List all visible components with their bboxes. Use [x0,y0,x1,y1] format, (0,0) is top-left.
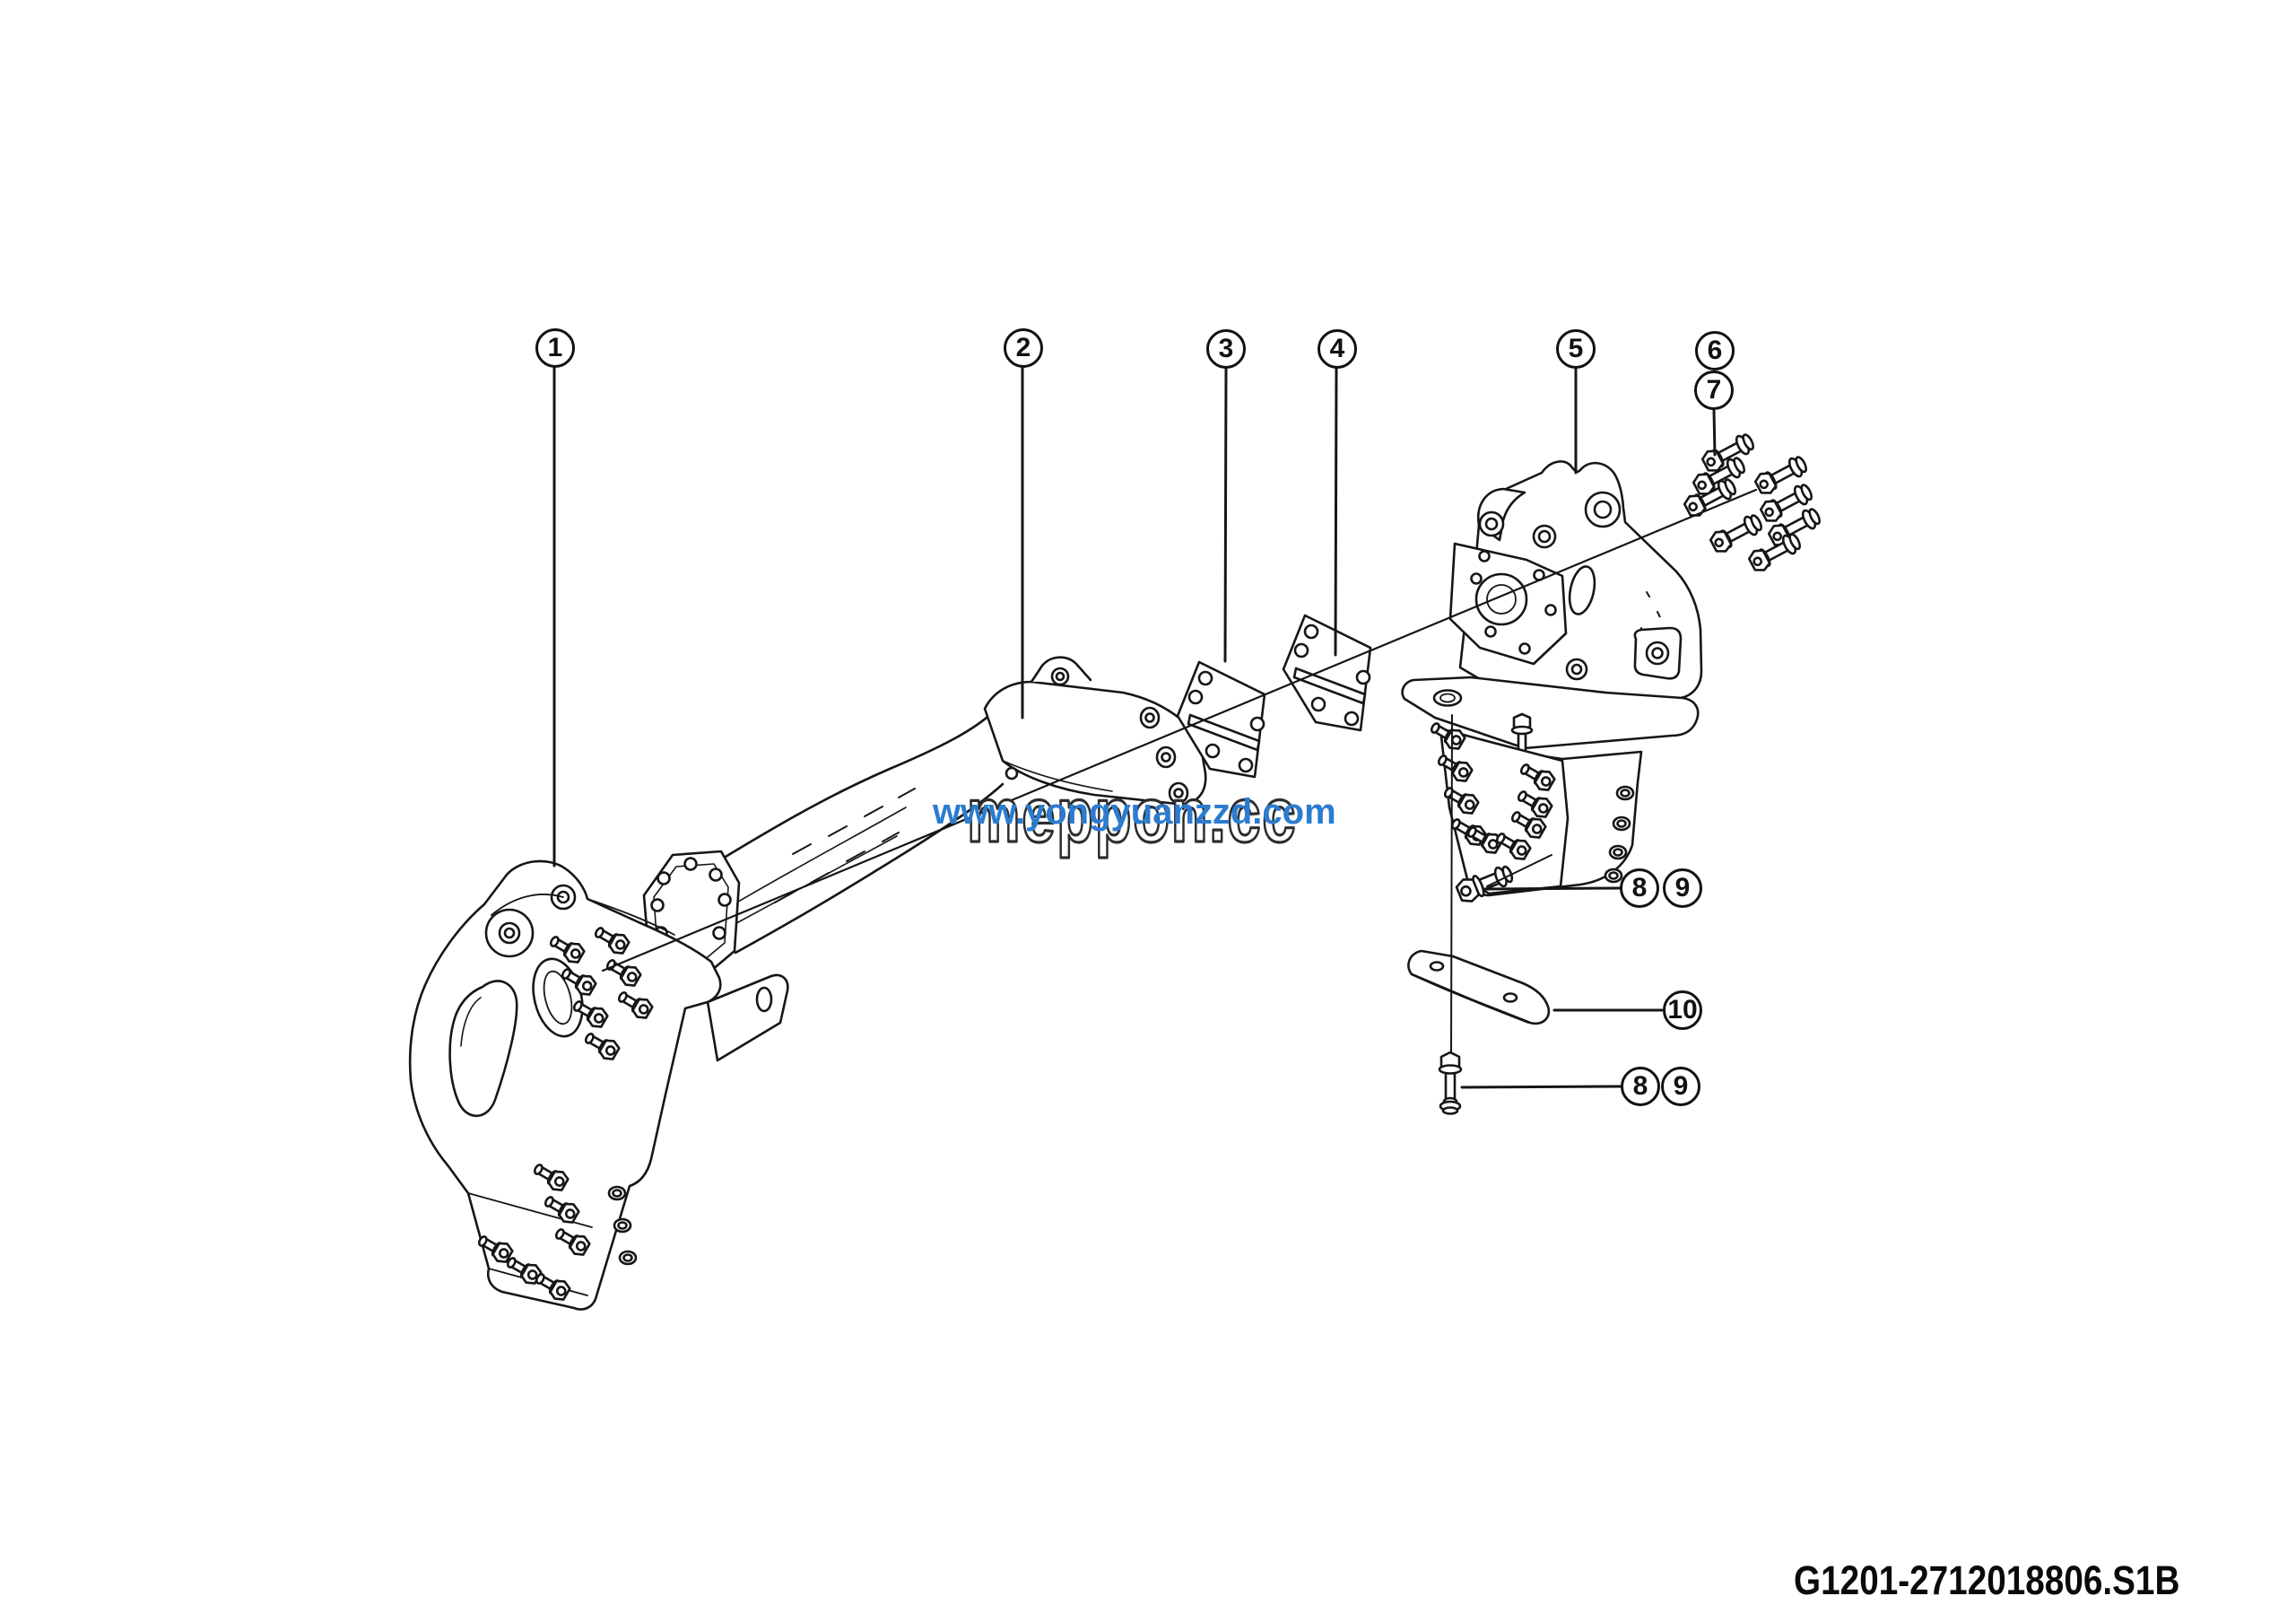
callout-1: 1 [535,328,575,368]
callout-9-lower: 9 [1661,1067,1700,1106]
parts-8-9-upper-bolt-drawing [1455,865,1514,903]
watermark-brand-text: meppon.cc [967,772,1297,859]
callout-8-lower: 8 [1621,1067,1660,1106]
part-2-cross-beam-drawing [642,656,1207,987]
leader-lines [552,366,1758,1089]
part-4-shim-plate-drawing [1282,614,1372,732]
part-3-shim-plate-drawing [1176,660,1266,779]
parts-8-9-lower-bolt-drawing [1438,1051,1463,1115]
callout-9-upper: 9 [1663,868,1702,908]
part-10-lock-plate-drawing [1407,949,1551,1025]
figure-code-label: G1201-2712018806.S1B [1793,1557,2179,1603]
callout-3: 3 [1206,329,1246,369]
part-1-left-bracket-drawing [408,859,789,1311]
callout-8-upper: 8 [1620,868,1659,908]
callout-5: 5 [1556,329,1596,369]
watermark-url-text: www.yongyuanzzd.com [932,792,1336,832]
parts-6-7-bolt-nut-cluster-drawing [1681,429,1824,575]
callout-6: 6 [1695,331,1735,371]
callout-10: 10 [1663,990,1702,1030]
callout-7: 7 [1694,371,1734,410]
callout-2: 2 [1004,328,1043,368]
part-5-right-bracket-drawing [1401,460,1703,897]
callout-4: 4 [1318,329,1357,369]
